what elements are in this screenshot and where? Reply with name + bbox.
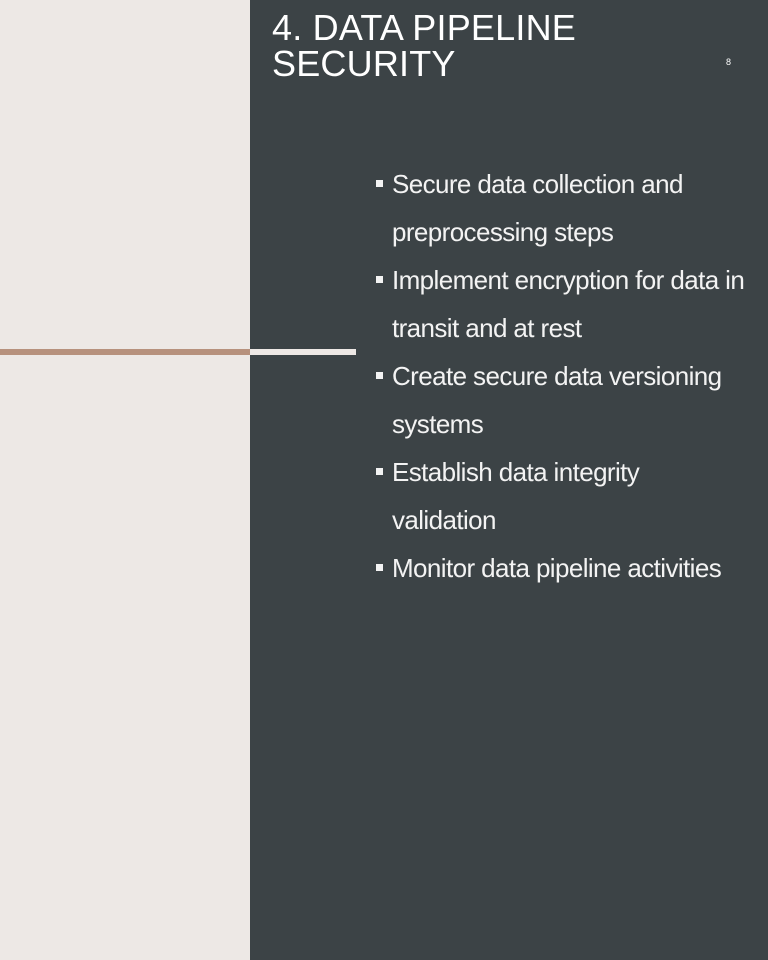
square-bullet-icon xyxy=(376,564,383,571)
square-bullet-icon xyxy=(376,468,383,475)
bullet-text: Create secure data versioning systems xyxy=(392,361,722,439)
bullet-item: Monitor data pipeline activities xyxy=(375,544,745,592)
bullet-item: Implement encryption for data in transit… xyxy=(375,256,745,352)
square-bullet-icon xyxy=(376,372,383,379)
bullet-list: Secure data collection and preprocessing… xyxy=(375,160,745,592)
page-number: 8 xyxy=(726,57,732,67)
slide-title: 4. DATA PIPELINE SECURITY xyxy=(272,7,576,84)
bullet-text: Monitor data pipeline activities xyxy=(392,553,722,583)
bullet-text: Implement encryption for data in transit… xyxy=(392,265,745,343)
bullet-item: Secure data collection and preprocessing… xyxy=(375,160,745,256)
bullet-text: Secure data collection and preprocessing… xyxy=(392,169,683,247)
square-bullet-icon xyxy=(376,276,383,283)
bullet-item: Establish data integrity validation xyxy=(375,448,745,544)
bullet-item: Create secure data versioning systems xyxy=(375,352,745,448)
square-bullet-icon xyxy=(376,180,383,187)
accent-divider-line xyxy=(0,349,250,355)
right-content-panel xyxy=(250,0,768,960)
left-background-panel xyxy=(0,0,250,960)
light-divider-line xyxy=(250,349,356,355)
bullet-text: Establish data integrity validation xyxy=(392,457,640,535)
